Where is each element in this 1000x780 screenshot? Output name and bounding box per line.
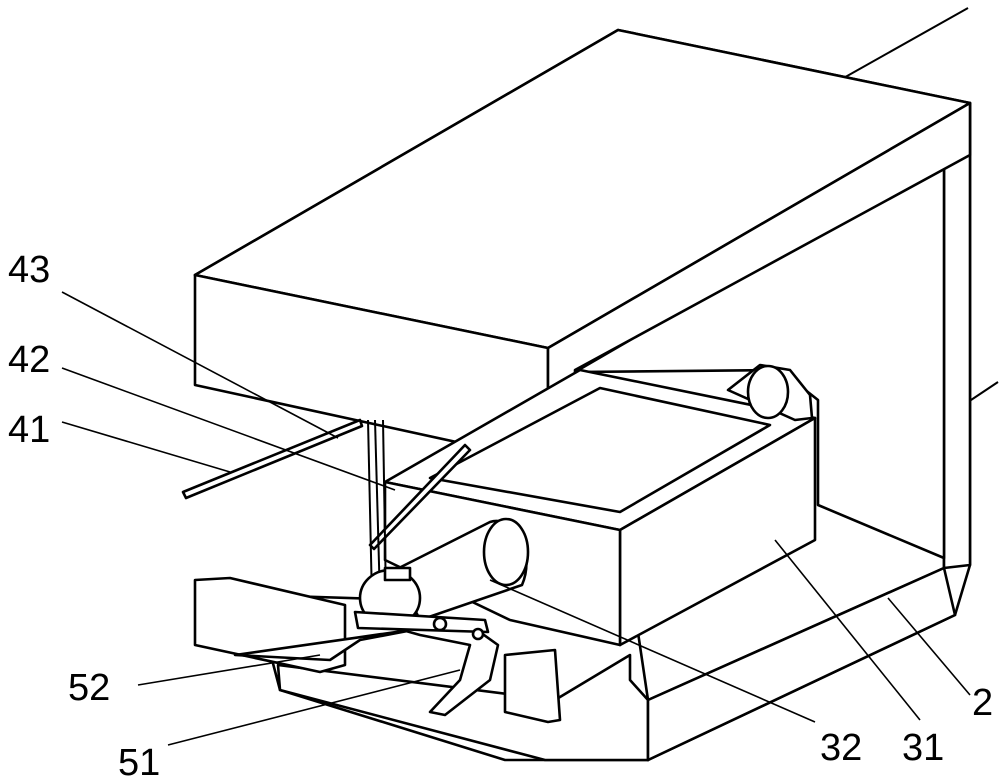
label-31: 31 <box>902 727 944 769</box>
label-42: 42 <box>8 339 50 381</box>
label-43: 43 <box>8 249 50 291</box>
label-41: 41 <box>8 409 50 451</box>
label-52: 52 <box>68 667 110 709</box>
label-51: 51 <box>118 742 160 780</box>
label-2: 2 <box>972 682 993 724</box>
label-32: 32 <box>820 727 862 769</box>
